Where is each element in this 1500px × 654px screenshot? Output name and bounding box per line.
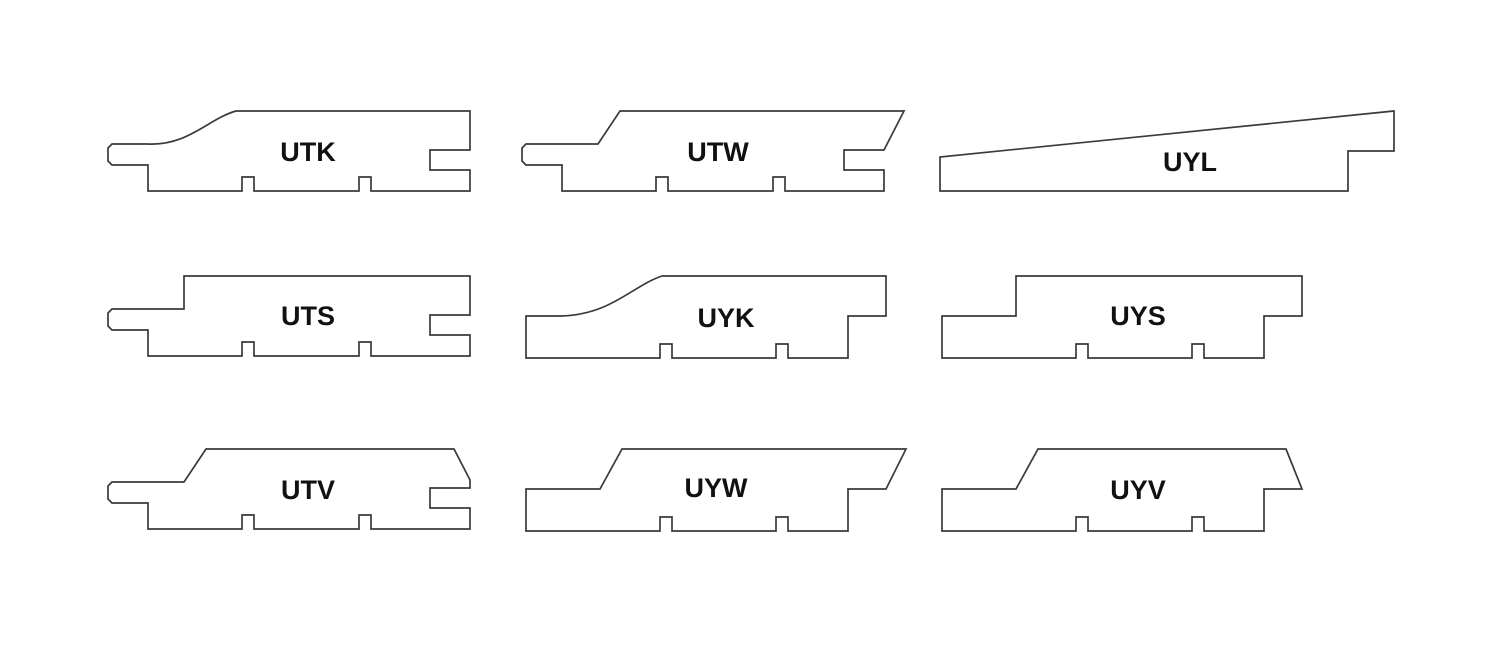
- profile-label-utw: UTW: [687, 137, 749, 167]
- profile-outline-utw: [521, 110, 906, 192]
- profile-outline-utv: [107, 448, 471, 530]
- profile-utk: UTK: [107, 110, 471, 192]
- profile-uyk: UYK: [525, 275, 887, 359]
- profile-outline-utk: [107, 110, 471, 192]
- profile-label-uyl: UYL: [1163, 147, 1217, 177]
- profile-label-utv: UTV: [281, 475, 335, 505]
- profile-label-uys: UYS: [1110, 301, 1166, 331]
- profile-uyw: UYW: [525, 448, 908, 532]
- profile-utv: UTV: [107, 448, 471, 530]
- profiles-layer: UTK UTW UYL UTS UYK UYS UTV UYW UYV: [107, 110, 1395, 532]
- profile-outline-uyw: [525, 448, 908, 532]
- profile-label-uyk: UYK: [697, 303, 755, 333]
- profile-label-uts: UTS: [281, 301, 335, 331]
- profile-outline-uys: [941, 275, 1303, 359]
- profile-uts: UTS: [107, 275, 471, 357]
- profile-outline-uyv: [941, 448, 1304, 532]
- profile-uys: UYS: [941, 275, 1303, 359]
- profile-outline-uyk: [525, 275, 887, 359]
- profile-uyl: UYL: [939, 110, 1395, 192]
- profile-outline-uyl: [939, 110, 1395, 192]
- profile-uyv: UYV: [941, 448, 1304, 532]
- profile-label-utk: UTK: [280, 137, 336, 167]
- profile-label-uyw: UYW: [685, 473, 749, 503]
- profile-label-uyv: UYV: [1110, 475, 1166, 505]
- profile-utw: UTW: [521, 110, 906, 192]
- profile-outline-uts: [107, 275, 471, 357]
